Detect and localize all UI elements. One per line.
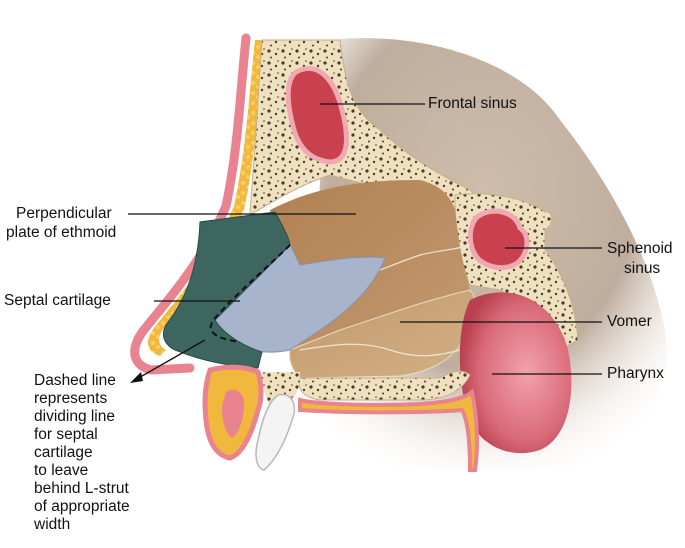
label-septal-cartilage: Septal cartilage: [4, 292, 111, 310]
dashed-note-line-9: width: [34, 516, 174, 534]
label-dashed-line-note: Dashed line represents dividing line for…: [34, 372, 174, 534]
label-pharynx: Pharynx: [607, 365, 664, 383]
dashed-note-line-5: cartilage: [34, 444, 174, 462]
label-frontal-sinus: Frontal sinus: [428, 95, 517, 113]
sphenoid-sinus-shape: [470, 211, 527, 267]
label-sphenoid-sinus-line2: sinus: [624, 260, 660, 278]
dashed-note-line-3: dividing line: [34, 408, 174, 426]
label-vomer: Vomer: [607, 313, 652, 331]
dashed-note-line-6: to leave: [34, 462, 174, 480]
dashed-note-line-1: Dashed line: [34, 372, 174, 390]
dashed-note-line-7: behind L-strut: [34, 480, 174, 498]
label-perpendicular-plate-line2: plate of ethmoid: [6, 224, 116, 242]
dashed-note-line-2: represents: [34, 390, 174, 408]
dashed-note-line-8: of appropriate: [34, 498, 174, 516]
label-sphenoid-sinus-line1: Sphenoid: [607, 240, 673, 258]
label-perpendicular-plate-line1: Perpendicular: [16, 205, 112, 223]
dashed-note-line-4: for septal: [34, 426, 174, 444]
